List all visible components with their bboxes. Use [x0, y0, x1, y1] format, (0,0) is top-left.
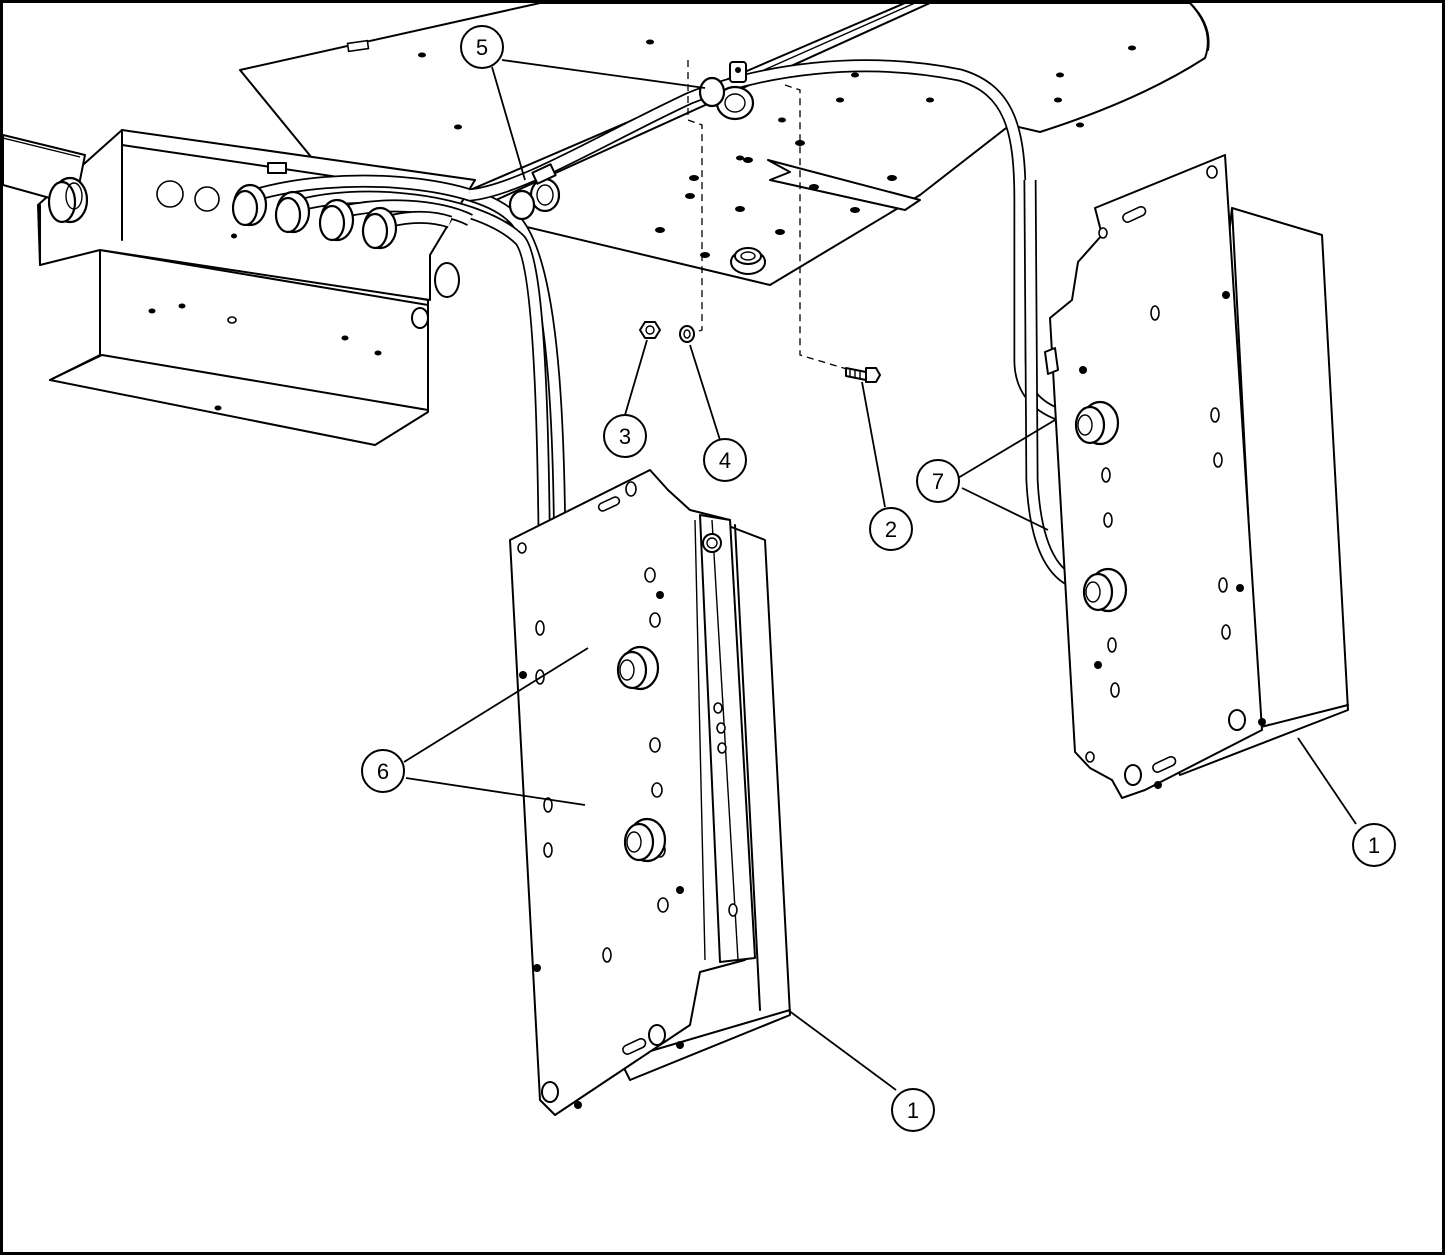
callout-1-left: 1: [891, 1088, 935, 1132]
plate-holes: [346, 39, 1136, 258]
conduit-left: [3, 134, 89, 224]
callout-1-right: 1: [1352, 823, 1396, 867]
hardware-bolt: [845, 367, 881, 383]
hardware-nut: [639, 321, 661, 339]
diagram-svg: 5 3 4 2 7 6 1 1: [3, 3, 1396, 1132]
leader-lines: [403, 59, 1357, 1091]
hardware-washer: [679, 325, 695, 343]
svg-text:4: 4: [719, 448, 731, 473]
svg-text:5: 5: [476, 35, 488, 60]
svg-text:1: 1: [907, 1098, 919, 1123]
hose-clamps: [508, 61, 755, 221]
battery-box-right: [1044, 154, 1349, 799]
callout-7: 7: [916, 459, 960, 503]
svg-text:1: 1: [1368, 833, 1380, 858]
svg-text:6: 6: [377, 759, 389, 784]
callout-2: 2: [869, 507, 913, 551]
junction-glands: [231, 183, 398, 250]
battery-box-left: [509, 469, 791, 1116]
assembly-guides: [687, 60, 851, 371]
svg-text:2: 2: [885, 517, 897, 542]
box-right-holes: [1079, 165, 1266, 789]
callout-6: 6: [361, 749, 405, 793]
plate-grommet: [730, 247, 766, 275]
svg-text:7: 7: [932, 469, 944, 494]
box-left-holes: [517, 481, 738, 1109]
callout-4: 4: [703, 438, 747, 482]
callout-3: 3: [603, 414, 647, 458]
tray-holes: [148, 303, 382, 411]
callout-5: 5: [460, 25, 504, 69]
svg-text:3: 3: [619, 424, 631, 449]
